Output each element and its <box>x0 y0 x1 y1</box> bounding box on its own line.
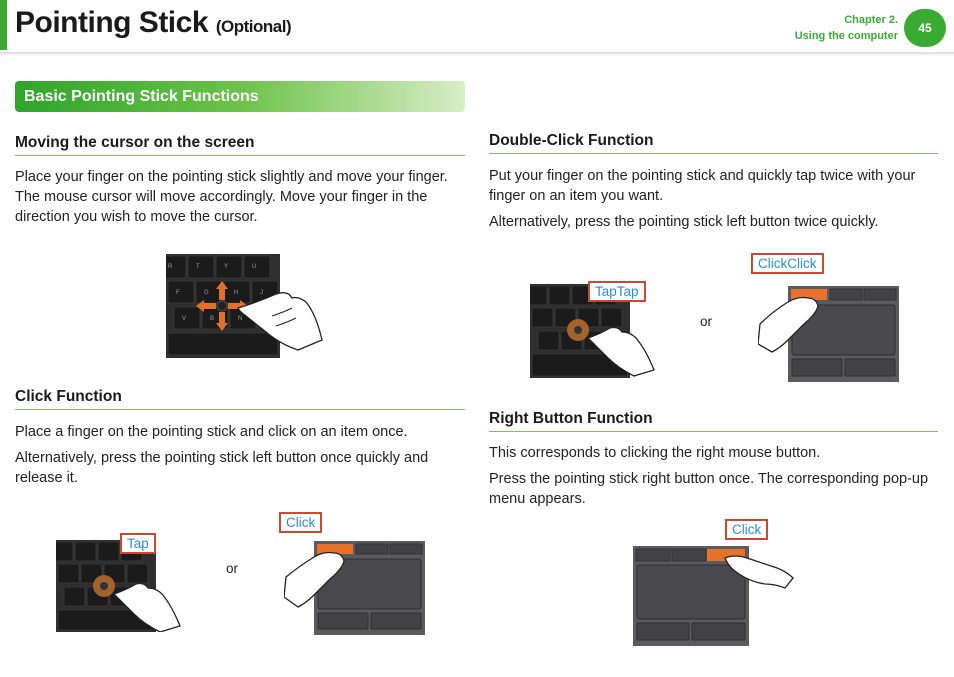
key-label: V <box>182 316 186 322</box>
page-title-main: Pointing Stick <box>15 6 209 39</box>
click-body-2: Alternatively, press the pointing stick … <box>15 450 429 486</box>
chapter-number: Chapter 2. <box>844 14 898 26</box>
right-button-heading: Right Button Function <box>489 410 938 432</box>
key-label: B <box>210 316 214 322</box>
keyboard-tap-illustration <box>56 540 181 632</box>
header-accent-bar <box>0 0 7 50</box>
page-title: Pointing Stick (Optional) <box>15 6 292 40</box>
double-click-heading: Double-Click Function <box>489 132 938 154</box>
key-label: R <box>168 264 173 270</box>
key-label: F <box>176 290 180 296</box>
or-label: or <box>700 314 713 329</box>
section-title-bar: Basic Pointing Stick Functions <box>15 81 465 112</box>
keyboard-move-illustration: R T Y U F G H J V B N <box>166 254 323 358</box>
double-click-body-1: Put your finger on the pointing stick an… <box>489 168 916 204</box>
key-label: U <box>252 264 256 270</box>
click-body-1: Place a finger on the pointing stick and… <box>15 424 408 440</box>
chapter-subtitle: Using the computer <box>794 30 898 42</box>
tap-callout: Tap <box>120 533 156 554</box>
key-label: Y <box>224 264 228 270</box>
page-title-suffix: (Optional) <box>215 17 292 36</box>
touchpad-click-illustration <box>284 541 425 635</box>
click-heading: Click Function <box>15 388 465 410</box>
header-divider <box>0 52 954 56</box>
moving-body: Place your finger on the pointing stick … <box>15 169 448 225</box>
key-label: G <box>204 290 209 296</box>
or-label: or <box>226 561 239 576</box>
moving-heading: Moving the cursor on the screen <box>15 134 465 156</box>
clickclick-callout: ClickClick <box>751 253 824 274</box>
taptap-callout: TapTap <box>588 281 646 302</box>
right-button-body-1: This corresponds to clicking the right m… <box>489 445 821 461</box>
key-label: H <box>234 290 238 296</box>
keyboard-double-tap-illustration <box>530 284 655 378</box>
touchpad-double-click-illustration <box>758 286 899 382</box>
double-click-body-2: Alternatively, press the pointing stick … <box>489 214 879 230</box>
page-number-badge: 45 <box>904 9 946 47</box>
click-callout: Click <box>279 512 323 533</box>
chapter-label: Chapter 2. Using the computer <box>795 12 898 44</box>
key-label: N <box>238 316 242 322</box>
key-label: J <box>260 290 263 296</box>
touchpad-right-click-illustration <box>633 546 794 646</box>
key-label: T <box>196 264 200 270</box>
right-click-callout: Click <box>725 519 769 540</box>
right-button-body-2: Press the pointing stick right button on… <box>489 471 929 507</box>
